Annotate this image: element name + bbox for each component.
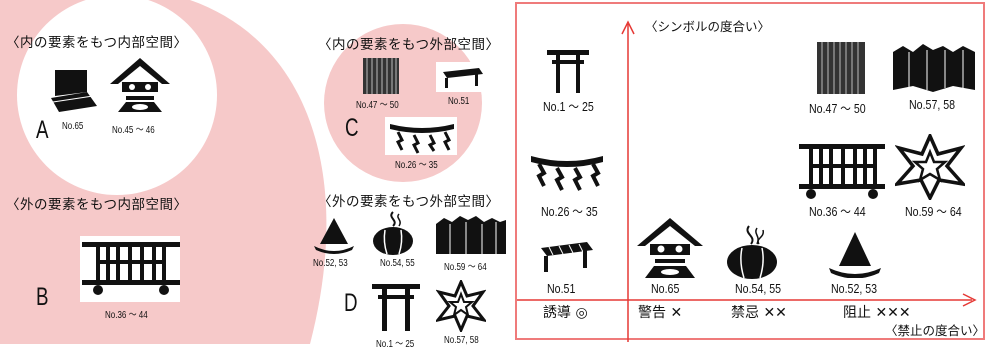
x-category-1: 誘導 ◎ xyxy=(543,305,588,321)
section-a-item-2: No.45 ～ 46 xyxy=(112,125,155,136)
star-burst-icon xyxy=(436,280,486,332)
fence-icon xyxy=(436,216,506,254)
torii-gate-icon xyxy=(547,50,589,93)
x-category-3: 禁忌 ✕✕ xyxy=(731,305,787,321)
bench-icon xyxy=(541,242,593,272)
section-b-heading: 〈外の要素をもつ内部空間〉 xyxy=(6,197,188,213)
section-d-item-3: No.59 ～ 64 xyxy=(444,262,487,273)
section-d-heading: 〈外の要素をもつ外部空間〉 xyxy=(318,194,500,210)
item-altar-label: No.65 xyxy=(651,282,680,296)
cart-icon xyxy=(799,144,885,199)
section-d-item-2: No.54, 55 xyxy=(380,258,415,269)
item-bench-label: No.51 xyxy=(547,282,576,296)
section-d-item-1: No.52, 53 xyxy=(313,258,348,269)
torii-gate-icon xyxy=(372,284,420,331)
left-panel: 〈内の要素をもつ内部空間〉 A No.65 No.45 ～ 46 〈外の要素をも… xyxy=(0,0,506,350)
section-c-letter: C xyxy=(345,114,359,142)
section-a-item-1: No.65 xyxy=(62,121,84,132)
section-c-item-2: No.51 xyxy=(448,96,470,107)
section-d-item-5: No.57, 58 xyxy=(444,335,479,346)
item-panel-label: No.47 ～ 50 xyxy=(809,102,866,116)
shrine-altar-icon xyxy=(637,218,703,278)
x-axis-label: 〈禁止の度合い〉 xyxy=(885,323,986,338)
cone-icon xyxy=(829,232,881,278)
sacred-rope-icon xyxy=(531,156,603,191)
section-d-letter: D xyxy=(344,289,358,317)
star-burst-icon xyxy=(895,134,965,200)
item-sack-label: No.54, 55 xyxy=(735,282,782,296)
section-c-heading: 〈内の要素をもつ外部空間〉 xyxy=(318,37,500,53)
shrine-altar-icon xyxy=(110,58,170,112)
x-category-4: 阻止 ✕✕✕ xyxy=(843,305,911,321)
cone-icon xyxy=(314,218,354,254)
item-cone-label: No.52, 53 xyxy=(831,282,878,296)
item-fence-label: No.57, 58 xyxy=(909,98,956,112)
rope-card xyxy=(385,117,457,155)
fence-icon xyxy=(893,44,975,92)
item-torii-label: No.1 ～ 25 xyxy=(543,100,594,114)
section-b-letter: B xyxy=(36,283,49,311)
item-rope-label: No.26 ～ 35 xyxy=(541,205,598,219)
item-cart-label: No.36 ～ 44 xyxy=(809,205,866,219)
x-category-2: 警告 ✕ xyxy=(638,305,683,321)
bench-icon xyxy=(443,68,483,88)
section-a-letter: A xyxy=(36,116,49,144)
section-c-item-3: No.26 ～ 35 xyxy=(395,160,438,171)
section-b-item-1: No.36 ～ 44 xyxy=(105,310,148,321)
section-d-item-4: No.1 ～ 25 xyxy=(376,339,415,350)
y-axis-label: 〈シンボルの度合い〉 xyxy=(645,19,771,34)
sacred-rope-icon xyxy=(390,124,454,154)
fence-panel-icon xyxy=(363,58,399,94)
section-a-heading: 〈内の要素をもつ内部空間〉 xyxy=(6,35,188,51)
item-star-label: No.59 ～ 64 xyxy=(905,205,962,219)
offering-sack-icon xyxy=(373,211,413,255)
axes xyxy=(517,20,977,342)
bed-icon xyxy=(51,70,97,112)
section-c-item-1: No.47 ～ 50 xyxy=(356,100,399,111)
fence-panel-icon xyxy=(817,42,865,94)
offering-sack-icon xyxy=(727,225,777,279)
cart-icon xyxy=(82,242,180,295)
right-panel: 〈シンボルの度合い〉 〈禁止の度合い〉 誘導 ◎ 警告 ✕ 禁忌 ✕✕ 阻止 ✕… xyxy=(515,2,986,342)
